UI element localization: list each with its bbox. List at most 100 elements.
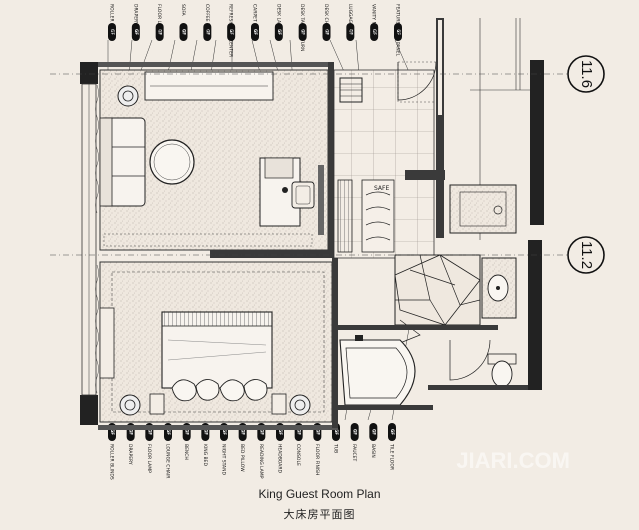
tag-code: GF: [390, 429, 395, 435]
tag-label: VANITY MIRROR: [371, 4, 377, 40]
tag-code: GF: [182, 29, 187, 35]
toilet-icon: [487, 353, 517, 388]
coffee-table-icon: [149, 139, 195, 185]
tag-code: GF: [325, 29, 330, 35]
exterior-wall: [80, 62, 338, 430]
wardrobe-icon: [337, 179, 395, 253]
tag-label: ROLLER BLINDS: [109, 444, 115, 480]
tag-code: GF: [110, 429, 115, 435]
night-stand-right: [271, 393, 287, 415]
tag-badge: [155, 23, 164, 41]
tag-code: GF: [147, 429, 152, 435]
tag-label: HEADBOARD: [277, 444, 283, 473]
bathroom-door: [449, 339, 491, 381]
svg-text:11.6: 11.6: [578, 60, 595, 88]
plan-title-english: King Guest Room Plan: [258, 487, 381, 501]
tag-code: GF: [372, 29, 377, 35]
tag-label: TUB: [333, 443, 339, 453]
vanity-basin-icon: [481, 257, 517, 319]
tag-badge: [108, 23, 116, 41]
tag-code: GF: [203, 429, 208, 435]
lounge-chair-icon: [99, 307, 115, 379]
tag-badge: [369, 423, 378, 441]
grid-lines: [50, 73, 570, 256]
refreshment-center: [144, 71, 274, 101]
corridor-wall-right: [530, 60, 544, 225]
tag-badge: [298, 23, 307, 41]
tag-label: DESK LAMP: [275, 4, 281, 30]
bathtub-icon: [339, 335, 416, 406]
tag-code: GF: [253, 29, 258, 35]
shower-area: [449, 184, 517, 234]
plan-title-chinese: 大床房平面图: [283, 508, 356, 521]
tag-badge: [274, 23, 283, 41]
bathroom-walls: [338, 325, 528, 410]
tag-label: BENCH: [183, 444, 189, 460]
tag-label: REFRESHMENT CENTER: [228, 4, 234, 57]
sofa-icon: [99, 117, 146, 207]
tag-code: GF: [334, 429, 339, 435]
tag-label: FAUCET: [351, 444, 357, 462]
tag-badge: [131, 23, 140, 41]
watermark: JIARI.COM: [456, 448, 570, 473]
bed-pillows: [171, 379, 268, 402]
tag-label: SOFA: [180, 4, 186, 17]
tag-code: GF: [222, 429, 227, 435]
tag-badge: [350, 423, 359, 441]
tag-code: GF: [259, 429, 264, 435]
tag-label: COFFEE TABLE: [204, 4, 210, 37]
tag-code: GF: [229, 29, 234, 35]
tag-code: GF: [348, 29, 353, 35]
tag-label: BED PILLOW: [239, 444, 245, 472]
tag-code: GF: [277, 29, 282, 35]
tag-code: GF: [134, 29, 139, 35]
bottom-tags-item: GF READING LAMP: [257, 423, 266, 479]
tag-label: READING LAMP: [258, 444, 264, 479]
grid-marker-11-6: 11.6: [567, 55, 605, 93]
svg-text:11.2: 11.2: [578, 241, 595, 269]
tag-code: GF: [301, 29, 306, 35]
tag-label: CONSOLE: [295, 444, 301, 466]
tag-code: GF: [129, 429, 134, 435]
tag-code: GF: [158, 29, 163, 35]
night-stand-left: [149, 393, 165, 415]
bedroom-floor-lamp-icon: [119, 394, 141, 416]
top-tags-item: GF SOFA: [179, 4, 188, 41]
tag-badge: [251, 23, 259, 41]
tag-label: ROLLER BLINDS: [109, 4, 115, 40]
tag-badge: [179, 23, 188, 41]
tag-badge: [227, 23, 236, 41]
tag-label: BASIN: [370, 444, 376, 458]
corridor-wall-right-2: [528, 240, 542, 390]
partition-walls: [210, 62, 338, 428]
tag-code: GF: [205, 29, 210, 35]
tag-badge: [346, 23, 355, 41]
drapery: [95, 84, 99, 394]
tag-code: GF: [371, 429, 376, 435]
tag-code: GF: [297, 429, 302, 435]
tag-badge: [370, 23, 379, 41]
tag-code: GF: [315, 429, 320, 435]
tag-code: GF: [110, 29, 115, 35]
tv-panel: [318, 165, 324, 235]
tag-badge: [394, 23, 402, 41]
